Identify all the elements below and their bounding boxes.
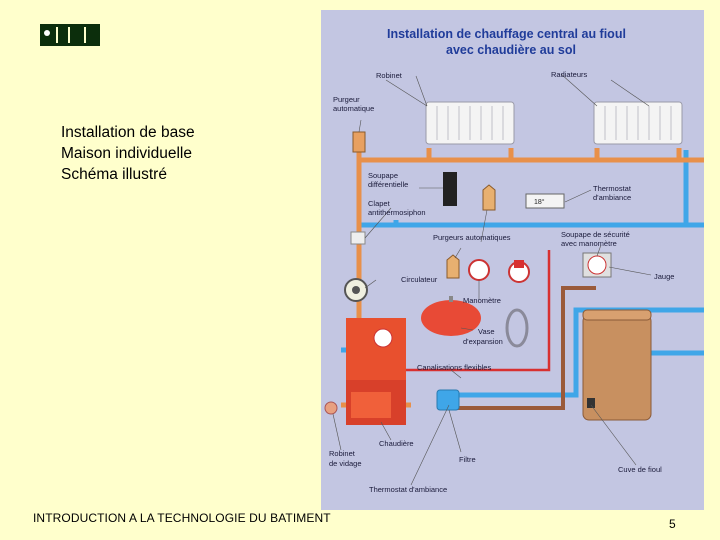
footer-text: INTRODUCTION A LA TECHNOLOGIE DU BATIMEN… [33,511,331,525]
label-clapet: antithermosiphon [368,208,426,217]
logo [40,24,100,46]
label-robinet-vidage: Robinet [329,449,356,458]
label-purgeur-automatique: Purgeur [333,95,360,104]
label-robinet: Robinet [376,71,403,80]
intro-line: Schéma illustré [61,166,167,183]
diagram-background [321,10,704,510]
label-canalisations-flexibles: Canalisations flexibles [417,363,491,372]
fuel-tank-icon [582,309,652,421]
filter-icon [436,389,460,411]
label-thermostat: Thermostat [593,184,632,193]
label-thermostat-ambiance: Thermostat d'ambiance [369,485,447,494]
intro-text: Installation de base Maison individuelle… [61,122,195,185]
manometer-icon [468,259,490,281]
label-clapet: Clapet [368,199,391,208]
purger-icon [352,131,366,153]
label-soupape-securite: Soupape de sécurité [561,230,630,239]
radiator-left [425,101,515,145]
label-circulateur: Circulateur [401,275,438,284]
diagram-title-line1: Installation de chauffage central au fio… [387,27,626,41]
flexible-coil-icon [505,308,529,348]
purger-icon [446,254,460,279]
label-vase: d'expansion [463,337,503,346]
radiator-right [593,101,683,145]
label-robinet-vidage: de vidage [329,459,362,468]
purger-icon [482,184,496,211]
label-purgeurs-automatiques: Purgeurs automatiques [433,233,511,242]
leader-lines [332,73,652,486]
label-jauge: Jauge [654,272,674,281]
fuel-line [456,286,596,410]
label-soupape-differentielle: Soupape [368,171,398,180]
heating-diagram: Installation de chauffage central au fio… [321,10,704,510]
pressure-gauge-icon [587,255,607,275]
label-cuve-fioul: Cuve de fioul [618,465,662,474]
label-chaudiere: Chaudière [379,439,414,448]
diagram-title-line2: avec chaudière au sol [446,43,576,57]
label-filtre: Filtre [459,455,476,464]
label-thermostat: d'ambiance [593,193,631,202]
label-soupape-securite: avec manomètre [561,239,617,248]
label-manometre: Manomètre [463,296,501,305]
label-radiateurs: Radiateurs [551,70,588,79]
intro-line: Installation de base [61,124,195,141]
drain-valve-icon [324,401,338,415]
intro-line: Maison individuelle [61,145,192,162]
thermostat-display: 18° [534,198,545,206]
valve-icon [514,260,524,268]
differential-valve-icon [443,172,457,206]
page-number: 5 [669,517,676,531]
expansion-vessel-icon [421,300,481,336]
boiler-icon [346,318,406,425]
thermostat-icon [525,193,565,209]
label-purgeur-automatique: automatique [333,104,374,113]
check-valve-icon [350,231,366,245]
label-vase: Vase [478,327,495,336]
label-soupape-differentielle: différentielle [368,180,408,189]
